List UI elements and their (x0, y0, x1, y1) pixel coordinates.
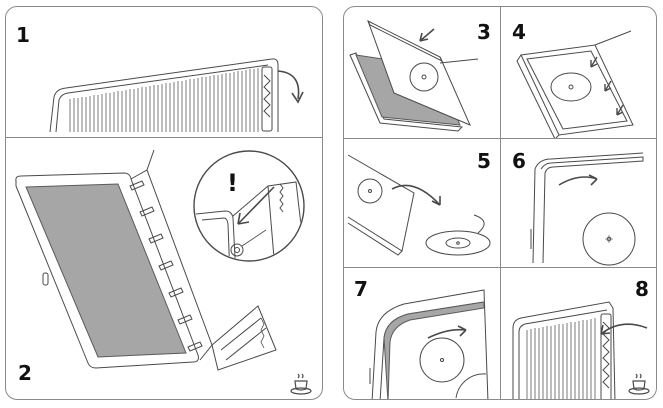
step-number-1: 1 (16, 23, 30, 47)
step-8-illustration (501, 268, 656, 399)
curved-arrow-icon (277, 70, 304, 104)
warning-exclamation: ! (227, 169, 238, 197)
step-2-illustration: ! (6, 138, 322, 399)
step-number-4: 4 (512, 20, 526, 44)
step-number-5: 5 (477, 149, 491, 173)
step-7-illustration (344, 268, 500, 399)
step-5-illustration (344, 139, 500, 267)
step-number-8: 8 (635, 277, 649, 301)
step-6-illustration (501, 139, 656, 267)
cup-icon (289, 372, 313, 396)
grid-divider-h2 (344, 267, 656, 268)
grid-divider-vertical (500, 7, 501, 399)
left-instructions-panel: 1 (5, 6, 323, 400)
cup-icon (627, 372, 651, 396)
right-instructions-panel: 3 4 (343, 6, 657, 400)
step-number-6: 6 (512, 149, 526, 173)
step-3-illustration (344, 7, 500, 138)
step-number-2: 2 (18, 361, 32, 385)
warning-magnifier-icon (193, 150, 305, 262)
step-4-illustration (501, 7, 656, 138)
step-1-illustration (6, 7, 322, 137)
grid-divider-h1 (344, 138, 656, 139)
step-number-7: 7 (354, 277, 368, 301)
panel-divider (6, 137, 322, 138)
step-number-3: 3 (477, 20, 491, 44)
